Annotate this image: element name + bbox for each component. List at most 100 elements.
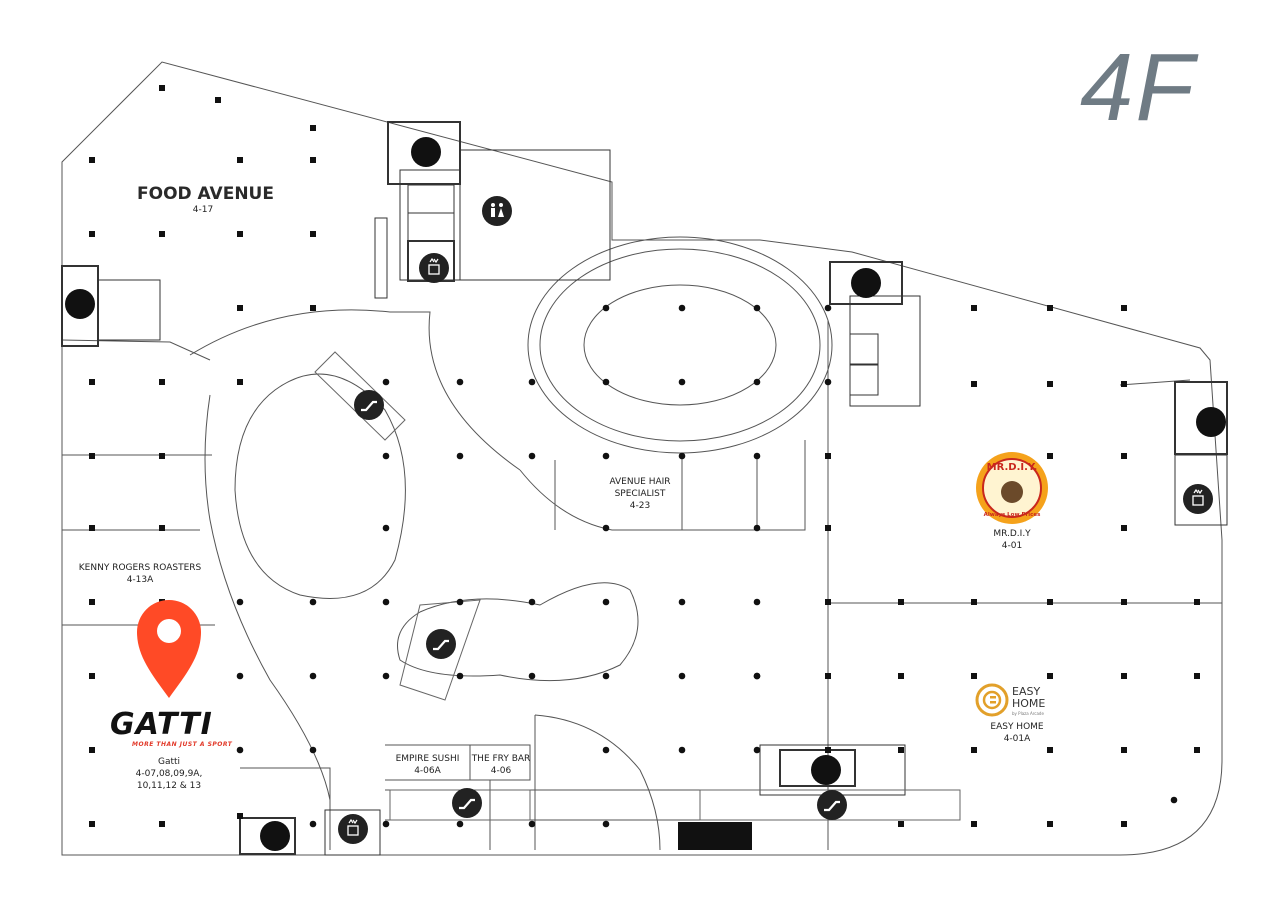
column-marker (1047, 747, 1053, 753)
column-marker (382, 452, 390, 460)
column-marker (602, 378, 610, 386)
restroom-icon[interactable] (482, 196, 512, 226)
column-marker (528, 672, 536, 680)
mr-diy-logo-top: MR.D.I.Y. (987, 462, 1038, 473)
column-marker (678, 598, 686, 606)
column-marker (753, 672, 761, 680)
column-marker (678, 452, 686, 460)
column-marker (1121, 673, 1127, 679)
column-marker (971, 305, 977, 311)
column-marker (456, 378, 464, 386)
escalator-icon[interactable] (452, 788, 482, 818)
lift-icon[interactable] (419, 253, 449, 283)
column-marker (898, 747, 904, 753)
lift-icon[interactable] (338, 814, 368, 844)
column-marker (237, 231, 243, 237)
column-marker (1121, 821, 1127, 827)
column-marker (236, 672, 244, 680)
column-marker (159, 453, 165, 459)
location-pin-icon[interactable] (137, 600, 201, 698)
column-marker (824, 304, 832, 312)
easy-home-unit: 4-01A (1003, 734, 1031, 744)
lift-icon[interactable] (1183, 484, 1213, 514)
column-marker (971, 381, 977, 387)
service-core-bottom (239, 744, 906, 856)
column-marker (237, 157, 243, 163)
floor-label: 4F (1080, 34, 1197, 141)
column-marker (1047, 305, 1053, 311)
column-marker (602, 820, 610, 828)
column-marker (237, 305, 243, 311)
column-marker (456, 820, 464, 828)
column-marker (971, 673, 977, 679)
lift-shaft-right-top (851, 268, 881, 298)
escalator-icon[interactable] (817, 790, 847, 820)
column-marker (382, 378, 390, 386)
column-marker (1194, 599, 1200, 605)
column-marker (456, 598, 464, 606)
column-marker (89, 231, 95, 237)
column-marker (89, 673, 95, 679)
column-marker (382, 598, 390, 606)
avenue-hair-name-line2: SPECIALIST (614, 489, 666, 499)
column-marker (971, 599, 977, 605)
column-marker (753, 452, 761, 460)
mr-diy-unit: 4-01 (1001, 541, 1023, 551)
column-marker (1121, 525, 1127, 531)
column-marker (1170, 796, 1178, 804)
column-marker (382, 820, 390, 828)
kenny-rogers-unit: 4-13A (126, 575, 154, 585)
mr-diy-logo: MR.D.I.Y. Always Low Prices (976, 452, 1048, 524)
column-marker (602, 304, 610, 312)
gatti-name: Gatti (157, 757, 181, 767)
column-marker (1047, 599, 1053, 605)
column-marker (309, 746, 317, 754)
column-marker (309, 672, 317, 680)
column-marker (602, 452, 610, 460)
column-marker (89, 379, 95, 385)
column-marker (825, 747, 831, 753)
column-marker (1121, 453, 1127, 459)
column-marker (310, 305, 316, 311)
column-marker (528, 378, 536, 386)
column-marker (309, 820, 317, 828)
column-marker (971, 821, 977, 827)
column-marker (89, 525, 95, 531)
column-marker (382, 524, 390, 532)
column-marker (825, 673, 831, 679)
column-marker (89, 821, 95, 827)
column-marker (602, 672, 610, 680)
column-marker (456, 672, 464, 680)
column-marker (825, 453, 831, 459)
column-marker (1047, 821, 1053, 827)
lift-shaft-bottom-left (260, 821, 290, 851)
easy-home-logo-text: EASY HOME (1012, 686, 1045, 710)
gatti-tagline: MORE THAN JUST A SPORT (132, 741, 233, 748)
gatti-unit-line2: 10,11,12 & 13 (136, 781, 202, 791)
column-marker (678, 746, 686, 754)
column-marker (310, 157, 316, 163)
easy-home-name: EASY HOME (990, 722, 1044, 732)
easy-home-logo-line1: EASY (1012, 685, 1041, 698)
easy-home-logo-tag: by Plaza Arcade (1012, 711, 1044, 716)
escalator-icon[interactable] (426, 629, 456, 659)
column-marker (1047, 453, 1053, 459)
column-marker (602, 746, 610, 754)
column-marker (528, 598, 536, 606)
lift-shaft-top (411, 137, 441, 167)
column-marker (89, 157, 95, 163)
column-marker (1194, 673, 1200, 679)
column-marker (456, 452, 464, 460)
column-marker (1121, 747, 1127, 753)
service-core-left (61, 265, 161, 347)
column-marker (753, 304, 761, 312)
easy-home-logo-line2: HOME (1012, 697, 1046, 710)
column-marker (753, 746, 761, 754)
fry-bar-name: THE FRY BAR (471, 754, 531, 764)
column-marker (159, 525, 165, 531)
lift-shaft-left (65, 289, 95, 319)
escalator-icon[interactable] (354, 390, 384, 420)
column-marker (382, 672, 390, 680)
column-marker (1121, 599, 1127, 605)
column-marker (159, 85, 165, 91)
